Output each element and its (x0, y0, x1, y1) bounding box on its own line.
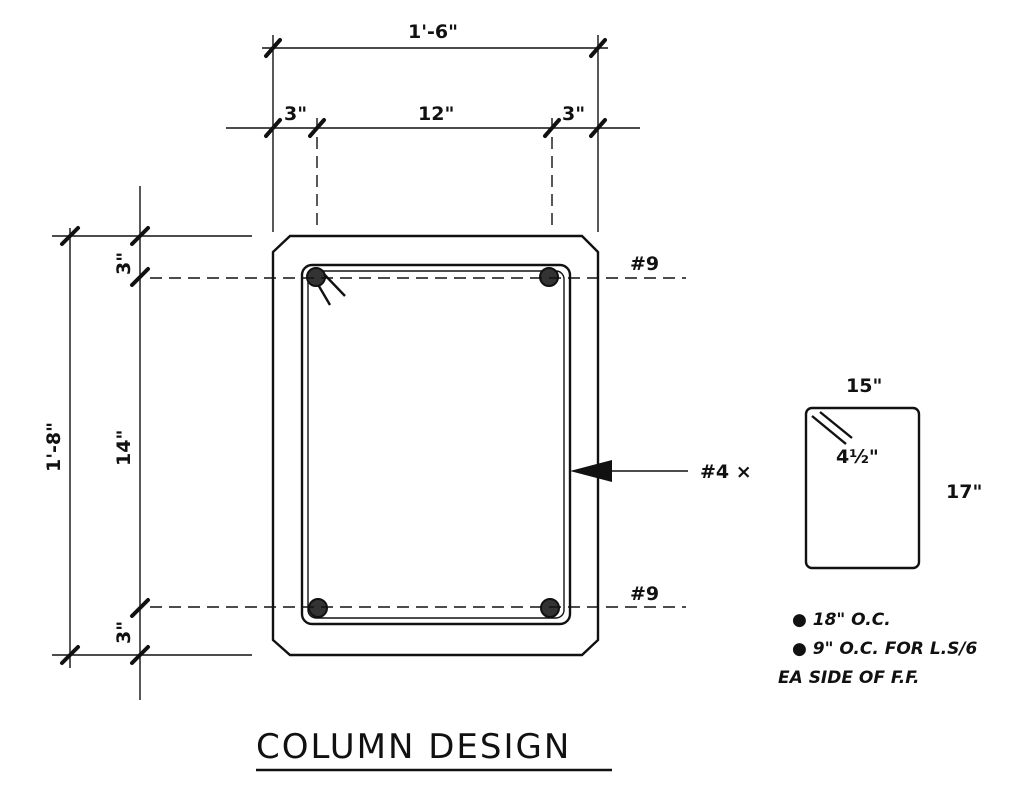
height-core-label: 14" (113, 430, 135, 466)
tie-detail-hook-label: 4½" (836, 446, 879, 468)
drawing-title: COLUMN DESIGN (256, 727, 571, 767)
tie-detail-hook-2 (819, 411, 853, 439)
bottom-bar-label: #9 (630, 583, 659, 605)
height-bottom-cover-label: 3" (113, 621, 135, 644)
tick-cover-3 (543, 118, 561, 138)
tick-h-2 (130, 267, 150, 287)
height-overall-label: 1'-8" (43, 422, 65, 472)
note-line-2: ● 9" O.C. FOR L.S/6 (792, 639, 978, 659)
tick-h-4 (130, 645, 150, 665)
tie-leader-arrowhead (570, 460, 612, 482)
tick-overall-top (60, 226, 80, 246)
width-left-cover-label: 3" (284, 103, 307, 125)
tick-cover-4 (589, 118, 607, 138)
tie-detail-hook-1 (811, 415, 847, 445)
rebar-top-left (306, 267, 326, 287)
tick-cover-2 (308, 118, 326, 138)
column-outline (271, 234, 600, 657)
note-line-1: ● 18" O.C. (792, 610, 891, 630)
note-line-3: EA SIDE OF F.F. (778, 668, 920, 688)
tick-h-3 (130, 598, 150, 618)
rebar-bottom-right (540, 598, 560, 618)
tick-cover-1 (264, 118, 282, 138)
tick-overall-bottom (60, 645, 80, 665)
tie-inner-line (307, 270, 565, 619)
tick-overall-left (264, 38, 282, 58)
tie-outer-line (300, 263, 572, 626)
tick-h-1 (130, 226, 150, 246)
height-top-cover-label: 3" (113, 252, 135, 275)
rebar-bottom-left (308, 598, 328, 618)
width-right-cover-label: 3" (562, 103, 585, 125)
tie-detail-height-label: 17" (946, 481, 982, 503)
rebar-top-right (539, 267, 559, 287)
tie-detail-width-label: 15" (846, 375, 882, 397)
width-core-label: 12" (418, 103, 454, 125)
tick-overall-right (589, 38, 607, 58)
top-bar-label: #9 (630, 253, 659, 275)
tie-label: #4 × (700, 461, 752, 483)
width-overall-label: 1'-6" (408, 21, 458, 43)
tie-detail-rect (804, 406, 921, 570)
